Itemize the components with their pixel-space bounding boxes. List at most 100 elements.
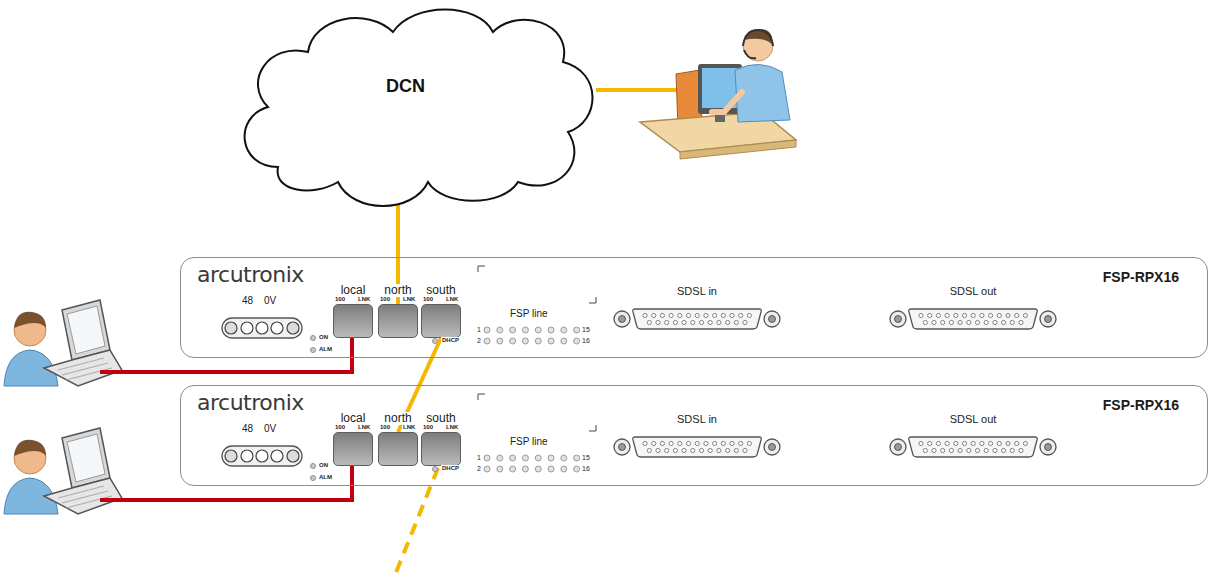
port-speed-label: 100 — [334, 296, 346, 302]
drawing-part — [691, 448, 695, 452]
sdsl-connector: SDSL in — [613, 435, 781, 459]
voltage-label: 0V — [263, 424, 277, 434]
drawing-part — [510, 338, 516, 344]
connector-label: SDSL out — [948, 285, 999, 298]
drawing-part — [941, 320, 945, 324]
drawing-part — [574, 455, 580, 461]
drawing-part — [1019, 320, 1023, 324]
line-number: 15 — [581, 326, 591, 333]
drawing-part — [633, 437, 762, 457]
drawing-part — [311, 476, 316, 481]
drawing-part — [919, 313, 923, 317]
drawing-part — [589, 297, 596, 303]
line-number: 16 — [581, 337, 591, 344]
port-speed-label: 100 — [422, 424, 434, 430]
brand-logo: arcutronix — [197, 390, 304, 416]
drawing-part — [548, 466, 554, 472]
drawing-part — [1023, 313, 1027, 317]
drawing-part — [967, 448, 971, 452]
drawing-part — [962, 313, 966, 317]
cloud-label: DCN — [228, 76, 583, 96]
drawing-part — [941, 448, 945, 452]
drawing-part — [909, 309, 1038, 329]
laptop-users — [4, 300, 122, 514]
drawing-part — [923, 320, 927, 324]
led-label: ALM — [318, 346, 333, 352]
drawing-part — [949, 320, 953, 324]
drawing-part — [967, 320, 971, 324]
ethernet-port: south — [421, 432, 461, 466]
drawing-part — [535, 338, 541, 344]
network-cloud: DCN — [228, 2, 603, 207]
drawing-part — [574, 466, 580, 472]
drawing-part — [433, 467, 438, 472]
cloud-shape — [245, 10, 593, 207]
front-panel-details — [222, 266, 596, 481]
dsub-drawing — [889, 307, 1057, 331]
drawing-part — [1010, 448, 1014, 452]
drawing-part — [14, 312, 46, 328]
drawing-part — [614, 439, 630, 455]
drawing-part — [67, 306, 105, 354]
drawing-part — [1045, 316, 1052, 323]
drawing-part — [730, 441, 734, 445]
drawing-part — [743, 320, 747, 324]
drawing-part — [691, 320, 695, 324]
drawing-part — [574, 327, 580, 333]
drawing-part — [954, 313, 958, 317]
drawing-part — [614, 311, 630, 327]
drawing-part — [311, 348, 316, 353]
drawing-part — [62, 428, 110, 488]
link-label: LNK — [357, 424, 371, 430]
drawing-part — [522, 327, 528, 333]
ethernet-port: north — [378, 304, 418, 338]
drawing-part — [984, 320, 988, 324]
drawing-part — [1006, 313, 1010, 317]
connector-label: SDSL out — [948, 413, 999, 426]
drawing-part — [67, 434, 105, 482]
led-label: ON — [318, 334, 329, 340]
led-group-label: FSP line — [509, 437, 549, 447]
port-speed-label: 100 — [379, 296, 391, 302]
drawing-part — [673, 320, 677, 324]
drawing-part — [1002, 448, 1006, 452]
onward-link — [395, 468, 438, 575]
ethernet-port: local — [333, 432, 373, 466]
drawing-part — [708, 448, 712, 452]
drawing-part — [919, 441, 923, 445]
drawing-part — [945, 441, 949, 445]
drawing-part — [497, 338, 503, 344]
drawing-part — [1023, 441, 1027, 445]
drawing-part — [652, 441, 656, 445]
drawing-part — [589, 425, 596, 431]
drawing-part — [574, 338, 580, 344]
drawing-part — [721, 441, 725, 445]
drawing-part — [44, 478, 122, 514]
drawing-part — [484, 327, 490, 333]
drawing-part — [713, 313, 717, 317]
drawing-part — [958, 448, 962, 452]
drawing-part — [271, 450, 283, 462]
drawing-part — [241, 450, 253, 462]
drawing-part — [699, 448, 703, 452]
drawing-part — [764, 311, 780, 327]
drawing-part — [747, 441, 751, 445]
voltage-label: 0V — [263, 296, 277, 306]
port-speed-label: 100 — [379, 424, 391, 430]
drawing-part — [932, 448, 936, 452]
port-speed-label: 100 — [422, 296, 434, 302]
drawing-part — [548, 327, 554, 333]
drawing-part — [222, 446, 302, 466]
ethernet-port: north — [378, 432, 418, 466]
drawing-part — [949, 448, 953, 452]
drawing-part — [619, 316, 626, 323]
drawing-part — [535, 455, 541, 461]
drawing-part — [643, 441, 647, 445]
drawing-part — [647, 448, 651, 452]
link-label: LNK — [445, 424, 459, 430]
drawing-part — [1015, 313, 1019, 317]
drawing-part — [975, 448, 979, 452]
drawing-part — [682, 448, 686, 452]
drawing-part — [734, 448, 738, 452]
